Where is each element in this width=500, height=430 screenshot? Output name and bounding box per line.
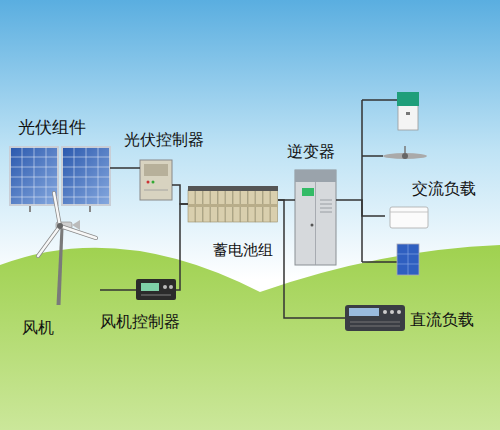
freezer [390, 207, 428, 228]
wire-connector [172, 185, 188, 204]
wind-controller-box-part [141, 294, 171, 296]
component-label: 直流负载 [410, 310, 474, 329]
wire-connector [176, 204, 188, 290]
component-node: 风机 [30, 212, 100, 305]
pv-controller-cabinet-part [152, 181, 155, 184]
wind-turbine [38, 193, 96, 305]
wind-turbine-part [54, 193, 60, 226]
pv-controller-cabinet-part [140, 160, 172, 200]
wind-turbine-part [60, 226, 96, 238]
mixing-console-part [390, 310, 394, 314]
wire-connector [336, 200, 385, 216]
mixing-console-part [345, 305, 405, 331]
wind-controller-box-part [141, 283, 159, 291]
solar-panel [10, 147, 110, 212]
wind-turbine-part [57, 223, 63, 229]
solar-panel-part [89, 205, 91, 212]
inverter-cabinet-part [320, 200, 332, 212]
blue-panel [397, 244, 419, 275]
wind-turbine-part [54, 193, 60, 226]
component-label: 逆变器 [287, 142, 335, 161]
inverter-cabinet-part [295, 170, 336, 265]
wire-connector [110, 167, 140, 169]
component-label: 光伏组件 [18, 117, 86, 137]
water-dispenser-part [406, 112, 410, 115]
wind-turbine-part [38, 226, 60, 256]
wind-controller-box-part [136, 279, 176, 300]
component-node: 交流负载 [385, 92, 432, 278]
pv-controller-cabinet [140, 160, 172, 200]
solar-panel-part [10, 147, 58, 205]
wind-controller-box [136, 279, 176, 300]
component-node: 逆变器 [295, 170, 336, 265]
inverter-cabinet-part [311, 224, 314, 227]
wind-turbine-part [60, 226, 96, 238]
mixing-console-part [350, 322, 400, 326]
mixing-console-part [383, 310, 387, 314]
wire-connector [278, 200, 345, 318]
inverter-cabinet-part [302, 188, 314, 196]
solar-panel-part [29, 205, 31, 212]
water-dispenser [397, 92, 419, 130]
component-node: 直流负载 [345, 303, 405, 332]
blue-panel-part [397, 244, 419, 275]
ceiling-fan-part [383, 153, 427, 159]
freezer-part [390, 212, 428, 213]
wind-turbine-part [57, 228, 64, 305]
component-node: 光伏组件 [10, 147, 110, 205]
ceiling-fan [383, 146, 427, 159]
solar-panel-part [10, 147, 58, 205]
mixing-console-part [349, 308, 379, 316]
battery-bank [188, 186, 278, 222]
ceiling-fan-part [402, 153, 408, 159]
solar-panel-part [62, 147, 110, 205]
battery-bank-part [188, 186, 278, 191]
component-node: 风机控制器 [136, 279, 176, 300]
mixing-console [345, 305, 405, 331]
wind-turbine-part [38, 226, 60, 256]
solar-panel-part [62, 147, 110, 205]
inverter-cabinet-part [315, 182, 316, 265]
mixing-console-part [397, 310, 401, 314]
wire-connector [100, 289, 136, 291]
pv-controller-cabinet-part [144, 190, 168, 191]
component-node: 蓄电池组 [188, 186, 278, 222]
ac-bus-wires-part [362, 100, 398, 262]
inverter-cabinet [295, 170, 336, 265]
ac-bus-wires [362, 100, 398, 262]
green-hill [0, 245, 500, 430]
blue-panel-part [397, 244, 419, 275]
freezer-part [390, 207, 428, 228]
pv-controller-cabinet-part [147, 181, 150, 184]
water-dispenser-part [397, 92, 419, 106]
wind-controller-box-part [169, 285, 173, 289]
wind-controller-box-part [163, 285, 167, 289]
ceiling-fan-part [404, 146, 406, 154]
component-node: 光伏控制器 [140, 160, 172, 200]
component-label: 交流负载 [412, 179, 476, 198]
inverter-cabinet-part [295, 170, 336, 182]
component-label: 蓄电池组 [213, 241, 273, 259]
water-dispenser-part [398, 104, 418, 130]
battery-bank-part [188, 204, 278, 207]
pv-controller-cabinet-part [144, 164, 168, 176]
component-label: 光伏控制器 [124, 130, 204, 149]
component-label: 风机 [22, 318, 54, 337]
component-label: 风机控制器 [100, 312, 180, 331]
